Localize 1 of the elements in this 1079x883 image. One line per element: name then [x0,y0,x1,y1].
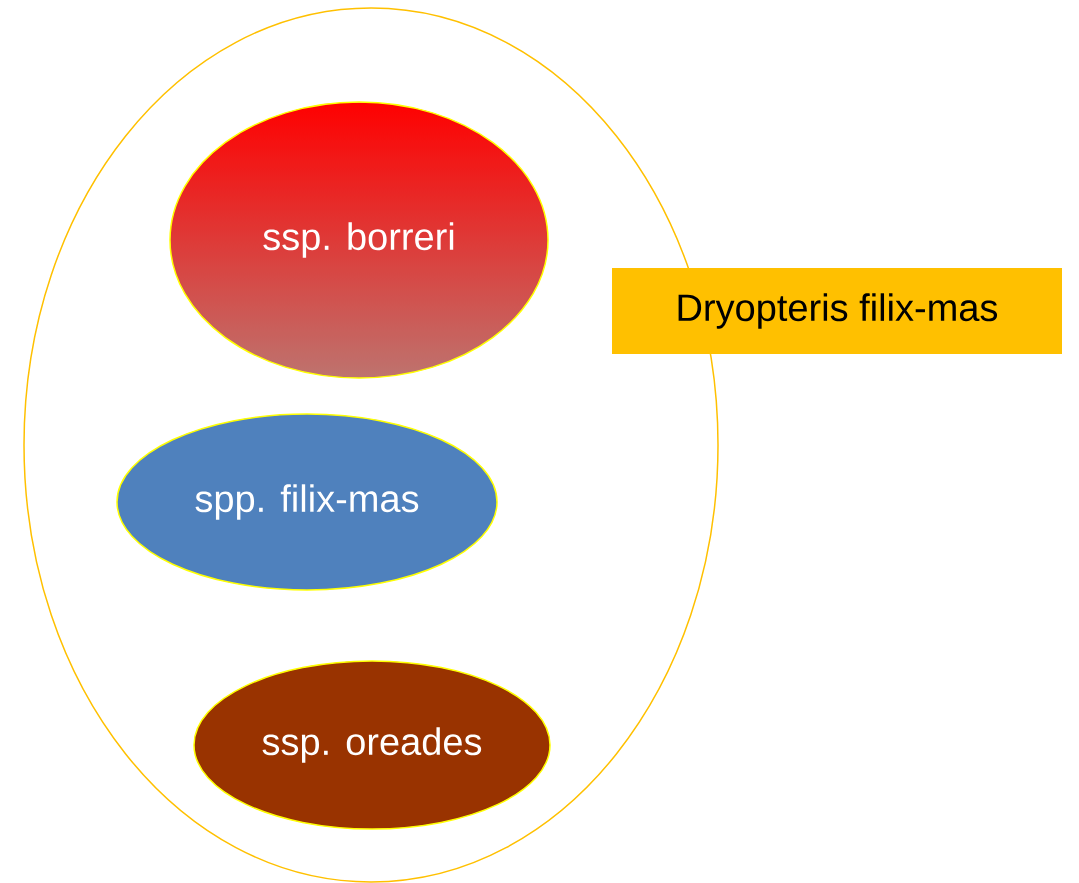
title-box: Dryopteris filix-mas [612,268,1062,354]
